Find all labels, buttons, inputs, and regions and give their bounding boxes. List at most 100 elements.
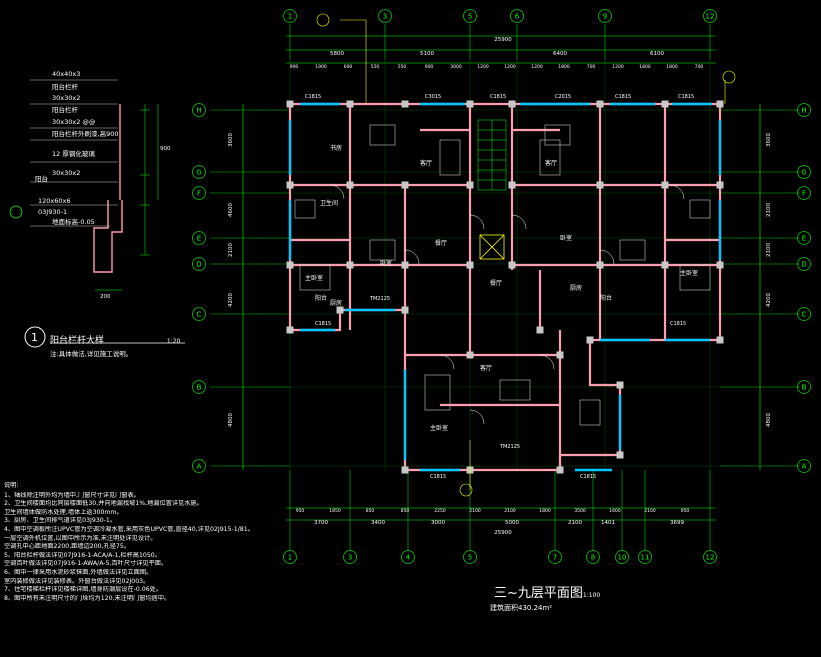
column <box>616 381 624 389</box>
axis-bubble-top: 3 <box>383 13 387 21</box>
dim-left-vert: 3600 <box>228 133 234 147</box>
dim-top-row2: 550 <box>371 64 380 70</box>
axis-bubble-left: D <box>196 261 201 269</box>
axis-bubble-bottom: 12 <box>706 554 715 562</box>
axis-bubble-bottom-circle <box>401 550 415 564</box>
door-swing <box>539 354 555 370</box>
detail-label: 阳台栏杆 <box>52 82 79 91</box>
detail-number: 1 <box>31 331 38 344</box>
axis-bubble-left-circle <box>192 231 206 245</box>
furniture-piece <box>539 139 561 176</box>
detail-label: 30x30x2 <box>52 169 80 177</box>
window-tag: C1815 <box>615 94 631 100</box>
room-label: 主卧室 <box>430 424 448 432</box>
axis-bubble-bottom: 10 <box>618 554 627 562</box>
dim-top-row1: 6400 <box>553 51 567 57</box>
furniture-piece <box>499 379 531 401</box>
dim-left-vert: 2100 <box>228 243 234 257</box>
column <box>466 100 474 108</box>
dim-top-row2: 900 <box>290 64 299 70</box>
dim-right-vert: 3600 <box>766 133 772 147</box>
dim-top-row2: 700 <box>587 64 596 70</box>
column <box>346 261 354 269</box>
windows <box>288 102 722 472</box>
room-label: 餐厅 <box>490 279 502 287</box>
room-label: 客厅 <box>480 364 492 372</box>
dim-top-row1: 5100 <box>420 51 434 57</box>
dim-bottom-row2: 5000 <box>505 520 519 526</box>
doors <box>329 184 685 425</box>
dim-bottom-row1: 2250 <box>434 508 446 514</box>
axis-bubble-left-circle <box>192 165 206 179</box>
dim-top-row2: 1800 <box>639 64 651 70</box>
column <box>556 466 564 474</box>
axis-bubble-bottom: 3 <box>348 554 352 562</box>
column <box>596 100 604 108</box>
dim-bottom-row2: 1401 <box>601 520 615 526</box>
room-label: 卧室 <box>380 259 392 267</box>
axis-bubble-right: B <box>802 384 807 392</box>
column <box>716 100 724 108</box>
detail-label: 阳台栏杆 <box>52 105 79 114</box>
column <box>286 326 294 334</box>
note-line: 空调孔中心距地面2200,距墙边200,孔径75。 <box>4 543 130 551</box>
axis-bubble-left: C <box>197 311 202 319</box>
note-line: 卫生间墙体做防水处理,墙体上返300mm。 <box>4 508 123 516</box>
axis-bubble-left: A <box>197 463 202 471</box>
room-label: 厨房 <box>570 284 582 292</box>
column <box>508 181 516 189</box>
dim-top-row2: 1900 <box>315 64 327 70</box>
axis-bubble-bottom-circle <box>463 550 477 564</box>
dim-right-vert: 2100 <box>766 243 772 257</box>
dim-top-row2: 3000 <box>450 64 462 70</box>
detail-note: 注:具体做法,详见施工说明。 <box>50 350 133 358</box>
note-line: 2、卫生间楼面均比同层楼面低30,并向地漏找坡1%,地漏位置详见水施。 <box>4 500 203 508</box>
axis-bubble-left-circle <box>192 307 206 321</box>
column <box>556 351 564 359</box>
axis-bubble-left-circle <box>192 459 206 473</box>
dim-top-row2: 1200 <box>531 64 543 70</box>
axis-bubble-left: B <box>197 384 202 392</box>
axis-bubble-top: 12 <box>706 13 715 21</box>
axis-bubble-right: A <box>802 463 807 471</box>
detail-title: 阳台栏杆大样 1:20 <box>50 333 180 346</box>
furniture-piece <box>294 199 316 219</box>
column <box>508 261 516 269</box>
dim-bottom-row2: 2100 <box>568 520 582 526</box>
dim-bottom-row2: 3000 <box>431 520 445 526</box>
door-swing <box>599 249 615 265</box>
furniture-piece <box>439 139 461 176</box>
column <box>401 100 409 108</box>
window-tag: C1815 <box>670 321 686 327</box>
note-line: 5、阳台栏杆做法详见07J916-1-ACA/A-1,栏杆高1050。 <box>4 551 161 559</box>
detail-scale: 1:20 <box>166 338 181 345</box>
window-tag: C1815 <box>678 94 694 100</box>
window-tag: C1815 <box>580 474 596 480</box>
dim-bottom-row1: 2100 <box>644 508 656 514</box>
dimension-lines <box>242 35 761 521</box>
dim-bottom-row1: 1800 <box>539 508 551 514</box>
column <box>286 100 294 108</box>
dim-bottom-row2: 3700 <box>314 520 328 526</box>
dim-bottom-row1: 850 <box>366 508 375 514</box>
column <box>596 181 604 189</box>
dim-top-row2: 900 <box>425 64 434 70</box>
dim-bottom-row1: 2100 <box>504 508 516 514</box>
detail-label: 200 <box>100 294 111 300</box>
dim-total-bottom: 25900 <box>494 530 512 536</box>
dim-bottom-row1: 850 <box>401 508 410 514</box>
note-line: 7、住宅楼梯栏杆详见楼梯详图,墙身防潮层设在-0.06处。 <box>4 586 163 594</box>
dim-bottom-row1: 3500 <box>574 508 586 514</box>
dim-top-row2: 1200 <box>477 64 489 70</box>
dim-left-vert: 4600 <box>228 203 234 217</box>
elevator <box>479 234 505 260</box>
furniture-piece <box>369 124 396 146</box>
axis-bubble-bottom: 11 <box>641 554 650 562</box>
axis-bubble-bottom: 5 <box>468 554 472 562</box>
dim-top-row1: 5800 <box>330 51 344 57</box>
axis-bubble-top-circle <box>378 9 392 23</box>
axis-bubble-bottom: 1 <box>288 554 292 562</box>
dim-top-row2: 1800 <box>666 64 678 70</box>
